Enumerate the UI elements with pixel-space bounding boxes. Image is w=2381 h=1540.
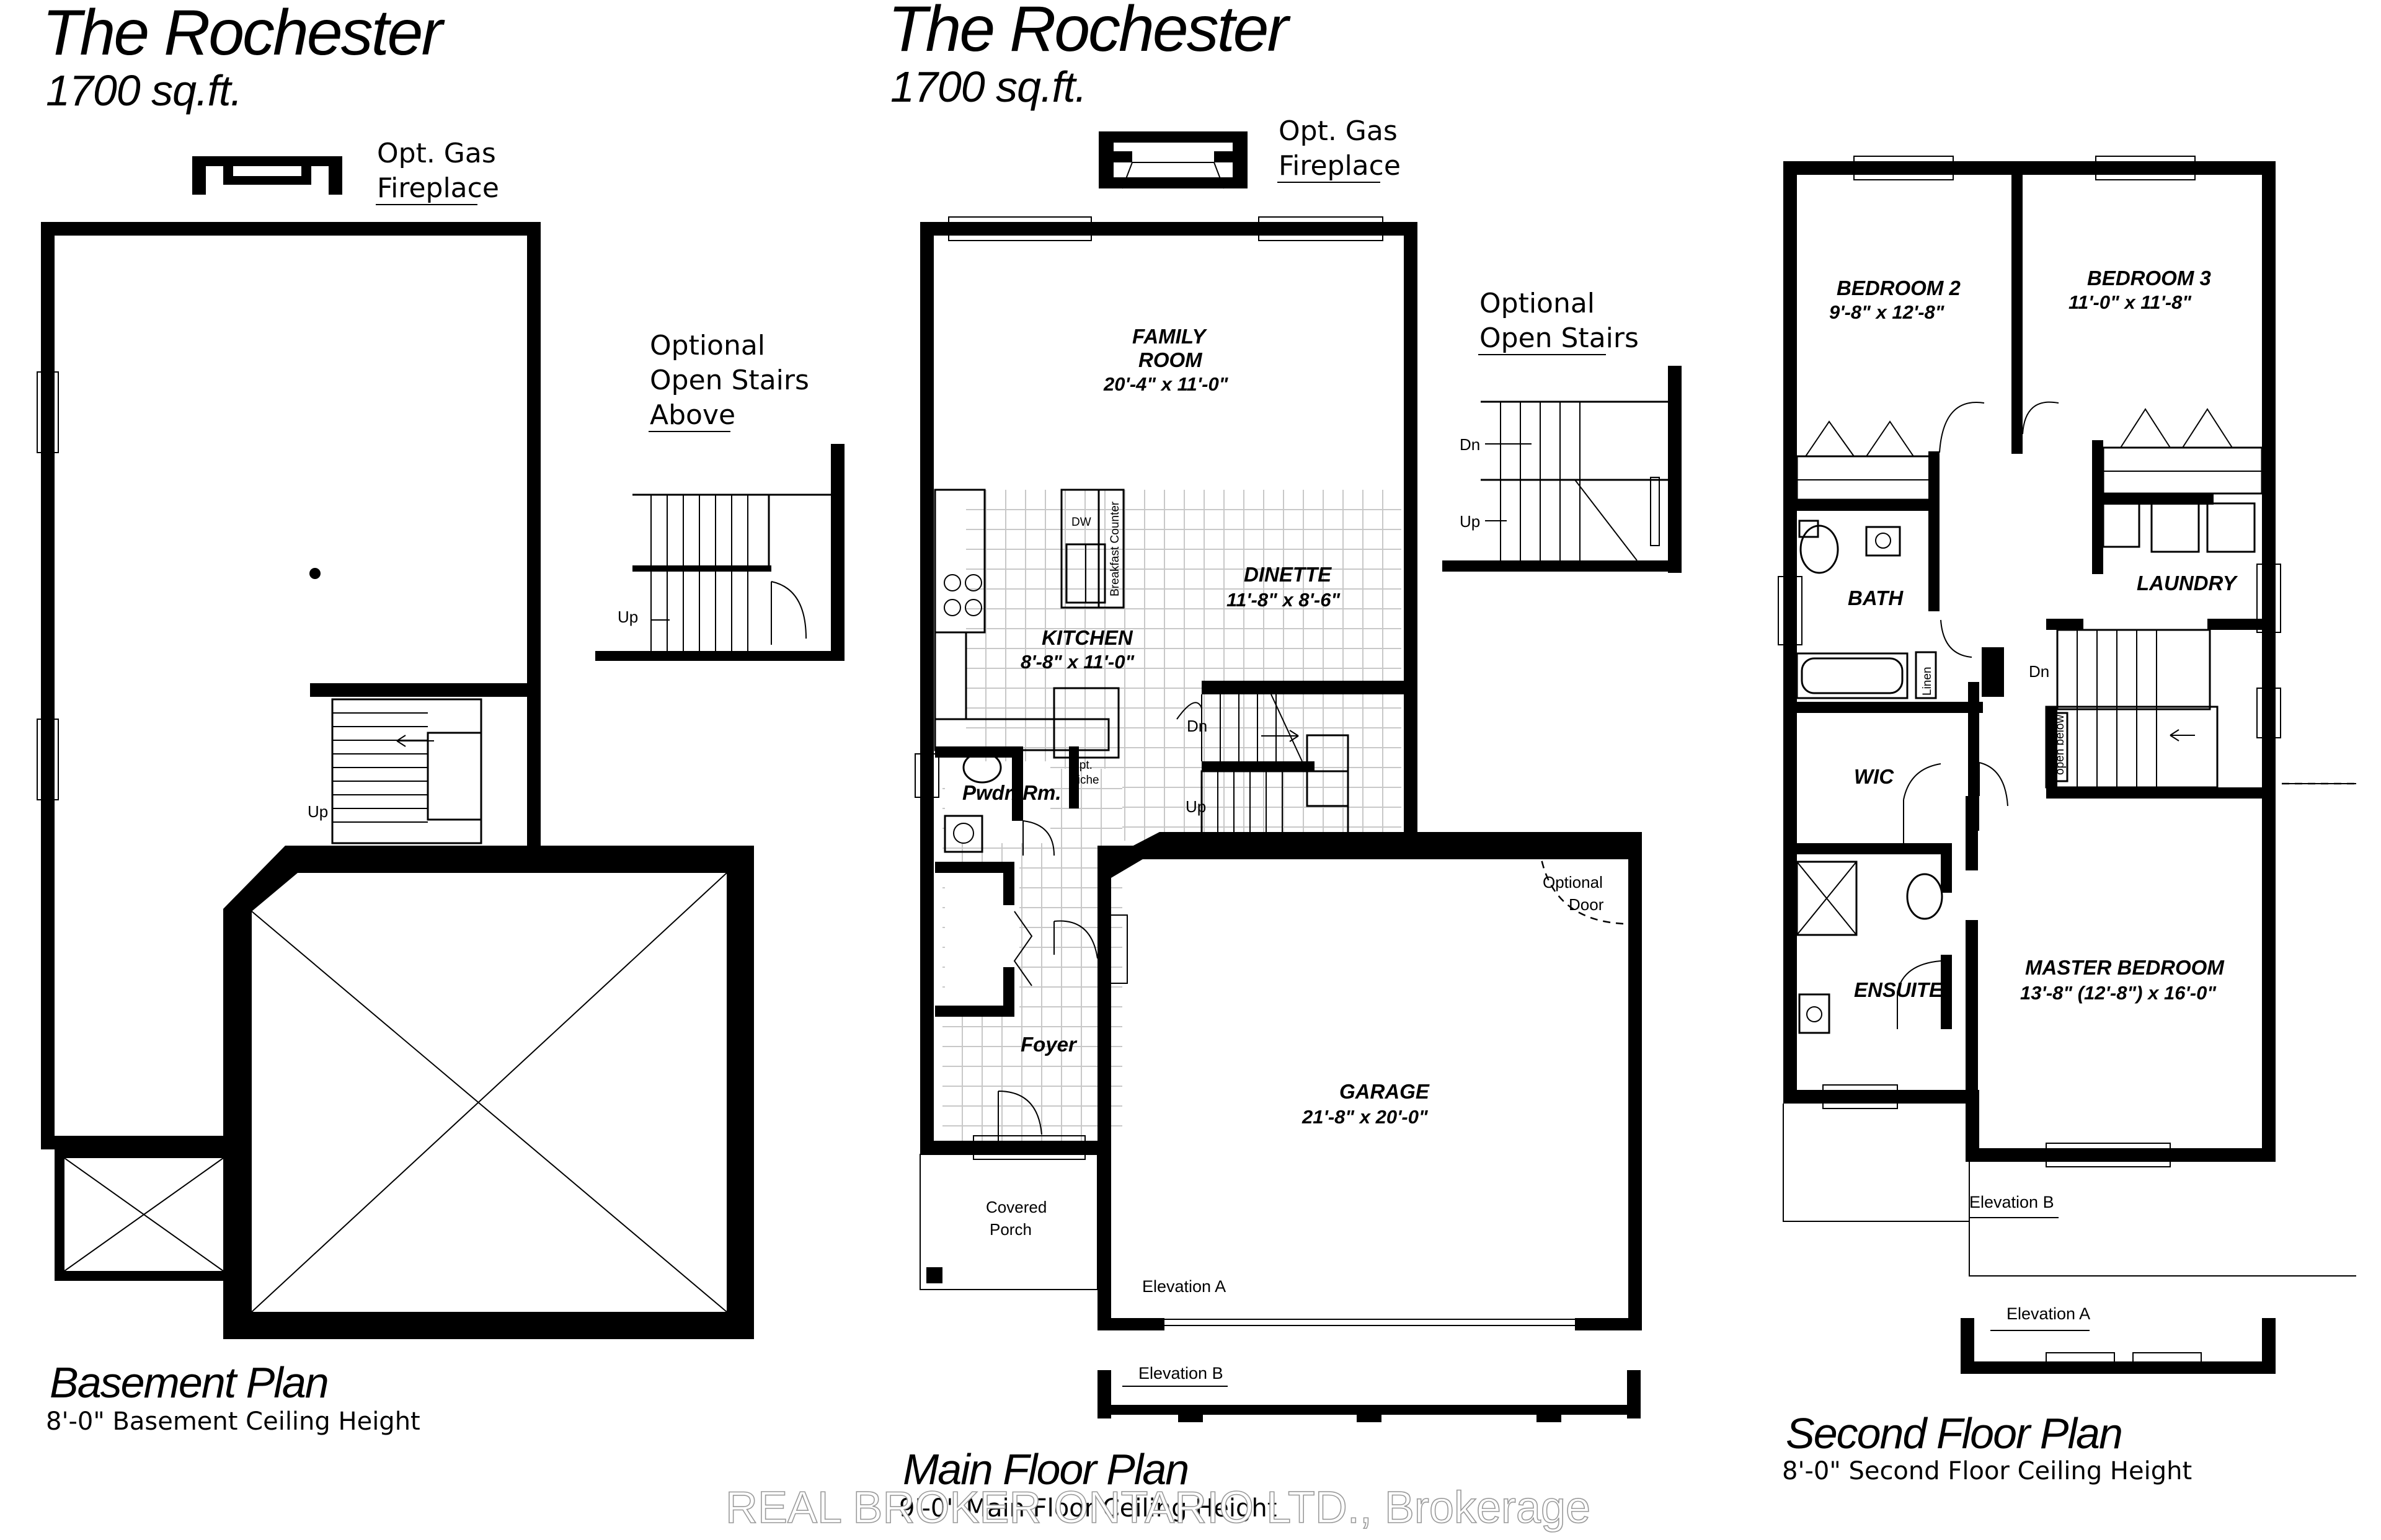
dinette-label: DINETTE <box>1244 563 1332 586</box>
main-fireplace-note-1: Opt. Gas <box>1279 115 1398 147</box>
master-bedroom-label: MASTER BEDROOM <box>2025 956 2225 979</box>
second-floor-stairs <box>2045 629 2219 789</box>
dinette-dim: 11'-8" x 8'-6" <box>1226 589 1341 611</box>
main-floor-plan: Opt. Gas Fireplace <box>899 115 1682 1523</box>
basement-stairs <box>331 698 482 844</box>
porch-label-2: Porch <box>990 1220 1032 1239</box>
dishwasher-label: DW <box>1071 516 1091 529</box>
family-room-label-1: FAMILY <box>1132 325 1208 348</box>
laundry-label: LAUNDRY <box>2137 572 2238 595</box>
main-ceiling-height: 9'-0" Main Floor Ceiling Height <box>899 1494 1277 1523</box>
wic-label: WIC <box>1854 765 1894 788</box>
kitchen-dim: 8'-8" x 11'-0" <box>1021 651 1135 673</box>
basement-optional-stairs <box>595 444 845 661</box>
basement-fireplace <box>192 156 342 195</box>
opt-niche-label-2: Niche <box>1069 774 1099 787</box>
bath-label: BATH <box>1848 586 1904 609</box>
second-elevation-a: Elevation A <box>2006 1304 2090 1323</box>
main-kitchen-counters <box>934 489 1125 759</box>
main-optional-stairs <box>1442 366 1682 573</box>
basement-fireplace-note-1: Opt. Gas <box>377 138 496 169</box>
porch-label-1: Covered <box>986 1198 1047 1216</box>
basement-window-well <box>55 1148 224 1281</box>
second-elevation-b: Elevation B <box>1969 1193 2054 1211</box>
open-below-label: open below <box>2054 715 2067 775</box>
second-floor-plan: Dn open below BEDROOM 2 9'-8" x 12'-8" B… <box>1778 156 2356 1485</box>
bedroom2-dim: 9'-8" x 12'-8" <box>1829 301 1945 323</box>
main-tile-floor <box>942 490 1401 1141</box>
optional-door-label-2: Door <box>1569 895 1604 914</box>
main-stairs-up: Up <box>1186 797 1206 816</box>
basement-optional-note-1: Optional <box>650 330 765 361</box>
powder-room-label: Pwdr. Rm. <box>962 781 1062 804</box>
brokerage-watermark: REAL BROKER ONTARIO LTD., Brokerage <box>725 1483 1590 1533</box>
garage-dim: 21'-8" x 20'-0" <box>1301 1106 1429 1128</box>
bedroom3-label: BEDROOM 3 <box>2087 267 2211 290</box>
main-title: The Rochester <box>888 0 1291 65</box>
basement-stairs-up: Up <box>308 802 328 821</box>
basement-title: The Rochester <box>42 0 445 69</box>
basement-plan: Opt. Gas Fireplace Up <box>37 138 845 1436</box>
main-sqft: 1700 sq.ft. <box>890 63 1086 111</box>
kitchen-label: KITCHEN <box>1042 626 1133 649</box>
breakfast-counter-label: Breakfast Counter <box>1109 501 1122 596</box>
linen-label: Linen <box>1921 667 1934 696</box>
main-fireplace <box>1099 131 1248 189</box>
family-room-label-2: ROOM <box>1138 348 1203 371</box>
main-optional-note-1: Optional <box>1479 288 1595 319</box>
basement-optional-up: Up <box>618 608 638 626</box>
main-elevation-b: Elevation B <box>1138 1364 1223 1383</box>
bedroom3-dim: 11'-0" x 11'-8" <box>2068 291 2192 313</box>
main-optional-note-2: Open Stairs <box>1479 322 1639 354</box>
master-bedroom-dim: 13'-8" (12'-8") x 16'-0" <box>2020 982 2217 1004</box>
basement-garage-footprint <box>223 846 754 1339</box>
main-stairs-dn: Dn <box>1187 717 1207 735</box>
basement-sqft: 1700 sq.ft. <box>46 66 242 115</box>
basement-plan-name: Basement Plan <box>50 1358 328 1407</box>
bedroom2-label: BEDROOM 2 <box>1837 277 1961 299</box>
basement-optional-note-3: Above <box>650 399 735 431</box>
basement-wall <box>41 222 541 236</box>
basement-optional-note-2: Open Stairs <box>650 365 809 396</box>
second-ceiling-height: 8'-0" Second Floor Ceiling Height <box>1782 1457 2192 1485</box>
family-room-dim: 20'-4" x 11'-0" <box>1103 373 1229 395</box>
main-elevation-a: Elevation A <box>1142 1277 1226 1296</box>
covered-porch <box>920 1154 1098 1290</box>
basement-ceiling-height: 8'-0" Basement Ceiling Height <box>46 1407 420 1436</box>
main-fireplace-note-2: Fireplace <box>1279 150 1401 182</box>
foyer-label: Foyer <box>1021 1033 1078 1056</box>
ensuite-label: ENSUITE <box>1854 978 1943 1001</box>
main-optional-up: Up <box>1460 512 1480 531</box>
main-plan-name: Main Floor Plan <box>903 1445 1188 1494</box>
second-stairs-dn: Dn <box>2029 662 2049 681</box>
garage-label: GARAGE <box>1339 1080 1430 1103</box>
opt-niche-label-1: Opt. <box>1070 759 1093 772</box>
optional-door-label-1: Optional <box>1543 873 1603 892</box>
second-plan-name: Second Floor Plan <box>1786 1409 2122 1458</box>
basement-fireplace-note-2: Fireplace <box>377 172 499 204</box>
main-optional-dn: Dn <box>1460 435 1480 454</box>
